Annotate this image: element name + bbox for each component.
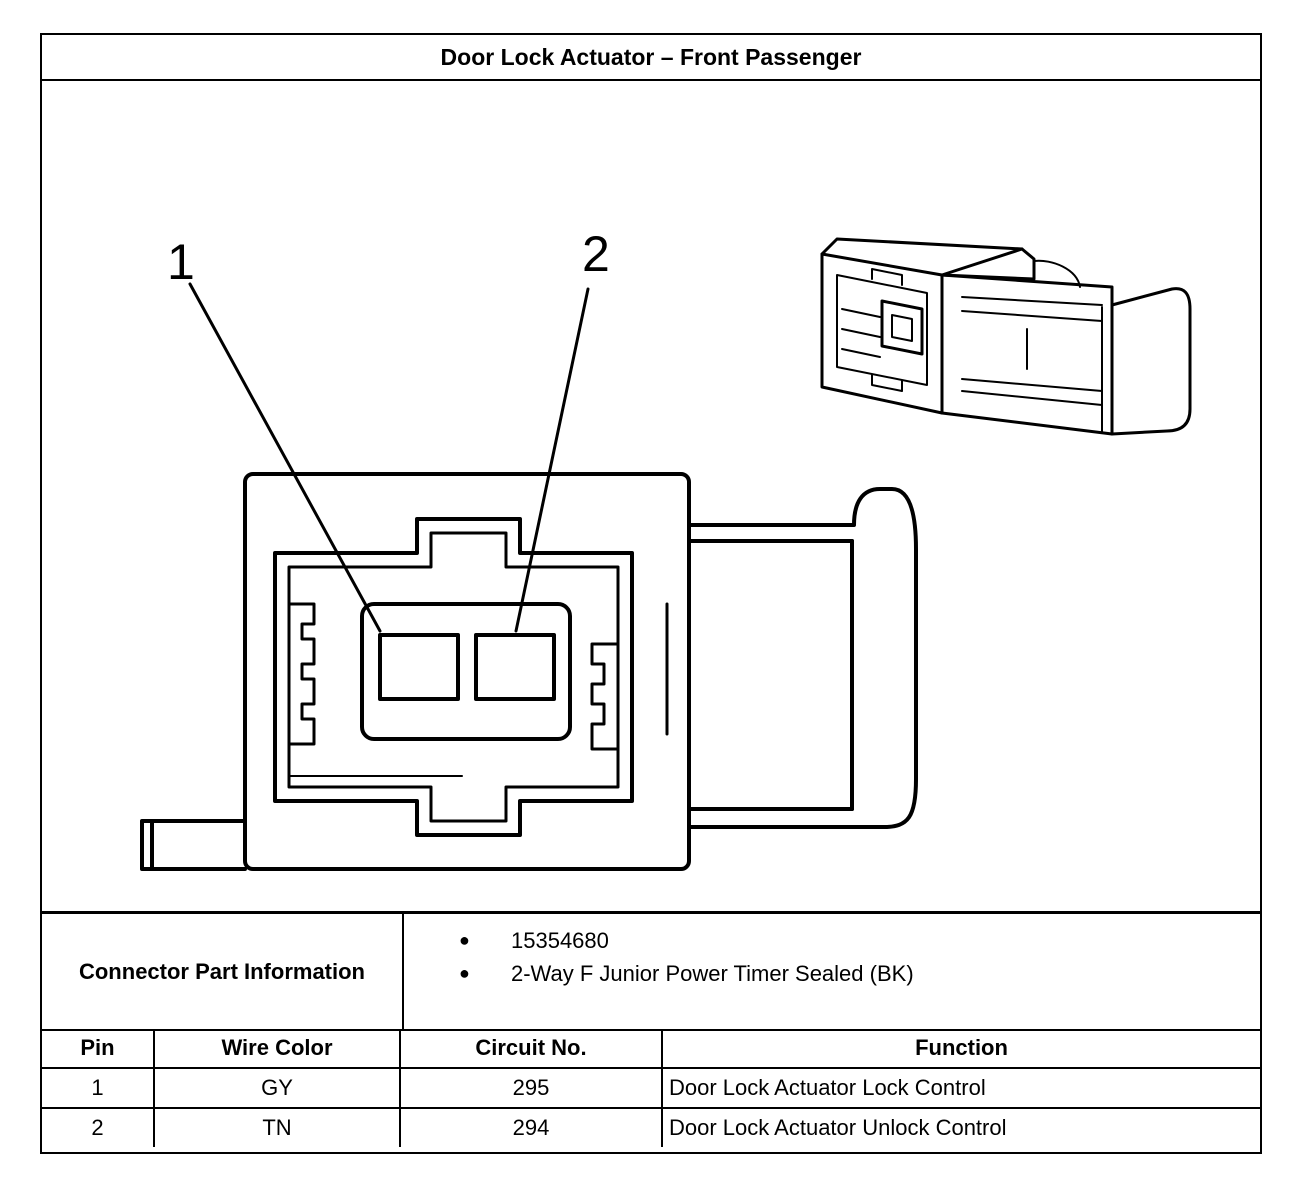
leader-line-pin-1 bbox=[188, 282, 382, 633]
pin-1-cavity bbox=[378, 633, 460, 701]
pin-table-header: Pin Wire Color Circuit No. Function bbox=[42, 1029, 1260, 1069]
connector-description: 2-Way F Junior Power Timer Sealed (BK) bbox=[511, 960, 914, 986]
diagram-title: Door Lock Actuator – Front Passenger bbox=[42, 35, 1260, 81]
wire-color: GY bbox=[153, 1067, 401, 1109]
connector-isometric-view bbox=[820, 237, 1192, 436]
connector-drawing: 1 2 bbox=[42, 79, 1260, 913]
header-pin: Pin bbox=[42, 1029, 155, 1069]
pin-number: 2 bbox=[42, 1107, 155, 1147]
pin-number: 1 bbox=[42, 1067, 155, 1109]
connector-part-information: Connector Part Information ● 15354680 ● … bbox=[42, 914, 1260, 1031]
bullet-icon: ● bbox=[459, 930, 470, 950]
part-info-list: ● 15354680 ● 2-Way F Junior Power Timer … bbox=[404, 914, 1260, 1029]
table-row: 2 TN 294 Door Lock Actuator Unlock Contr… bbox=[42, 1107, 1260, 1147]
connector-face-view bbox=[140, 472, 918, 871]
header-circuit-no: Circuit No. bbox=[399, 1029, 663, 1069]
circuit-number: 295 bbox=[399, 1067, 663, 1109]
pin-function: Door Lock Actuator Lock Control bbox=[661, 1067, 1260, 1109]
bullet-icon: ● bbox=[459, 963, 470, 983]
connector-sheet: Door Lock Actuator – Front Passenger 1 2 bbox=[40, 33, 1262, 1154]
part-info-item: ● 2-Way F Junior Power Timer Sealed (BK) bbox=[459, 957, 1260, 990]
header-wire-color: Wire Color bbox=[153, 1029, 401, 1069]
part-number: 15354680 bbox=[511, 927, 609, 953]
header-function: Function bbox=[661, 1029, 1260, 1069]
circuit-number: 294 bbox=[399, 1107, 663, 1147]
pin-table: Pin Wire Color Circuit No. Function 1 GY… bbox=[42, 1029, 1260, 1147]
wire-color: TN bbox=[153, 1107, 401, 1147]
pin-function: Door Lock Actuator Unlock Control bbox=[661, 1107, 1260, 1147]
pin-2-cavity bbox=[474, 633, 556, 701]
part-info-label: Connector Part Information bbox=[42, 914, 404, 1029]
leader-line-pin-2 bbox=[514, 287, 590, 633]
callout-pin-2: 2 bbox=[582, 226, 610, 282]
table-row: 1 GY 295 Door Lock Actuator Lock Control bbox=[42, 1067, 1260, 1109]
part-info-item: ● 15354680 bbox=[459, 924, 1260, 957]
callout-pin-1: 1 bbox=[167, 234, 195, 290]
connector-tables: Connector Part Information ● 15354680 ● … bbox=[42, 911, 1260, 1152]
